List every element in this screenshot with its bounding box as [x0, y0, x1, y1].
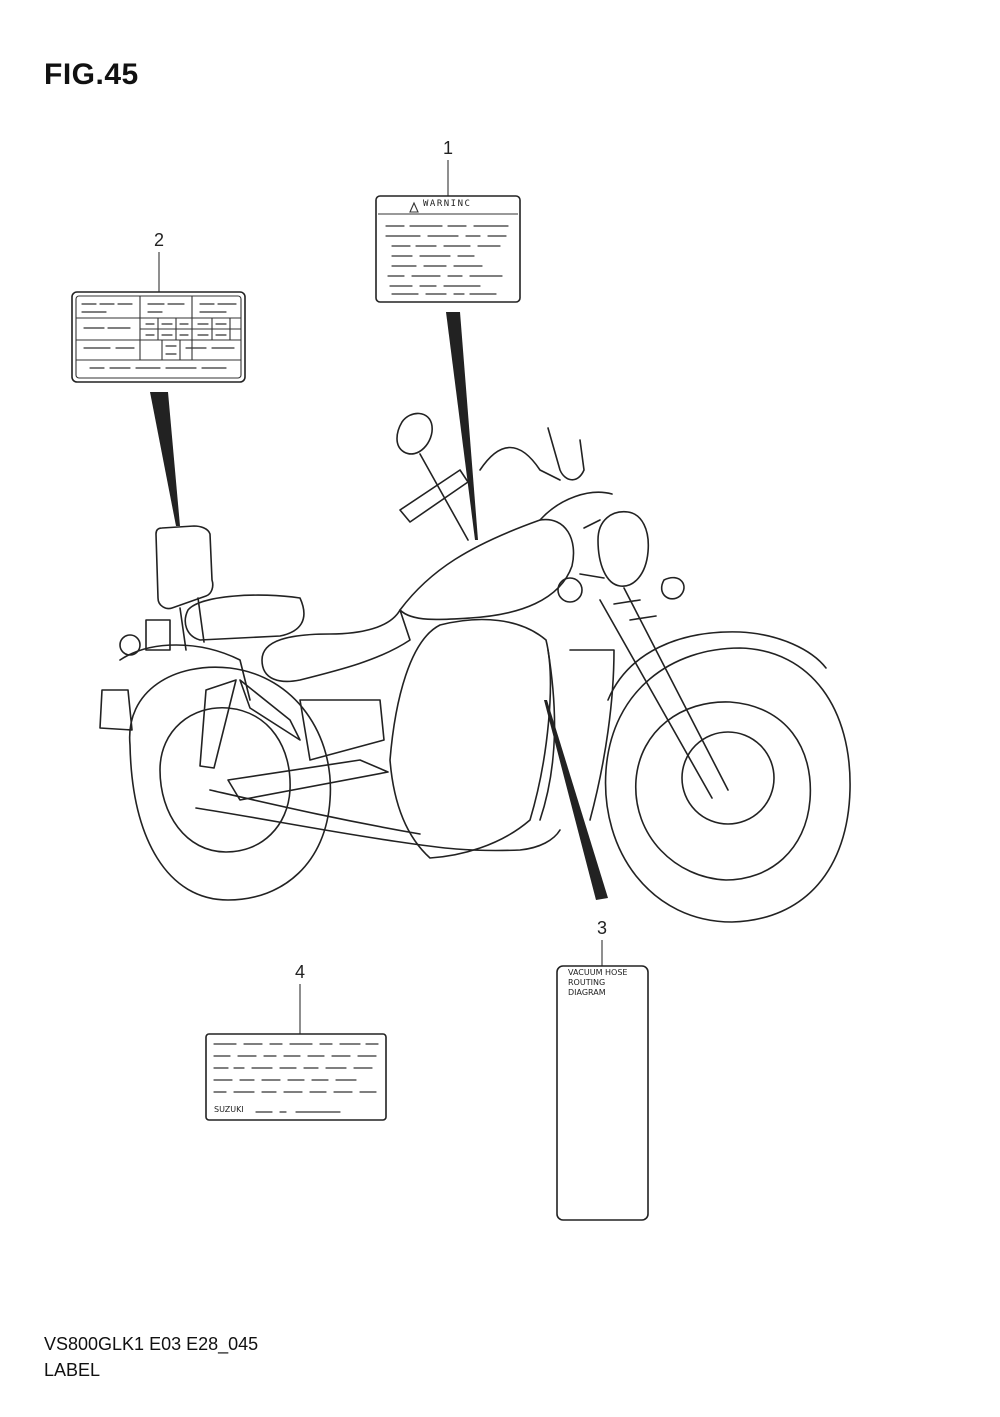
callout-4-number: 4	[295, 962, 306, 982]
figure-name: LABEL	[44, 1360, 101, 1380]
information-label	[71, 291, 246, 383]
warning-label	[375, 195, 521, 303]
pointer-3	[544, 700, 608, 900]
vacuum-label-line-2: ROUTING	[568, 978, 606, 987]
callout-1-number: 1	[443, 138, 454, 158]
vacuum-label-line-1: VACUUM HOSE	[568, 968, 628, 977]
vacuum-label-text: VACUUM HOSE ROUTING DIAGRAM	[568, 968, 627, 998]
pointer-2	[150, 392, 180, 526]
warning-label-heading: WARNINC	[423, 199, 472, 209]
callout-2-number: 2	[154, 230, 165, 250]
maker-label-text: SUZUKI	[214, 1105, 244, 1114]
manufacturer-label	[205, 1033, 387, 1121]
motorcycle-outline	[99, 412, 851, 923]
pointer-1	[446, 312, 478, 540]
callout-3-number: 3	[597, 918, 608, 938]
figure-code: VS800GLK1 E03 E28_045	[44, 1334, 259, 1354]
vacuum-label-line-3: DIAGRAM	[568, 988, 606, 997]
figure-title: FIG.45	[44, 58, 139, 91]
vacuum-hose-routing-label	[556, 965, 649, 1221]
